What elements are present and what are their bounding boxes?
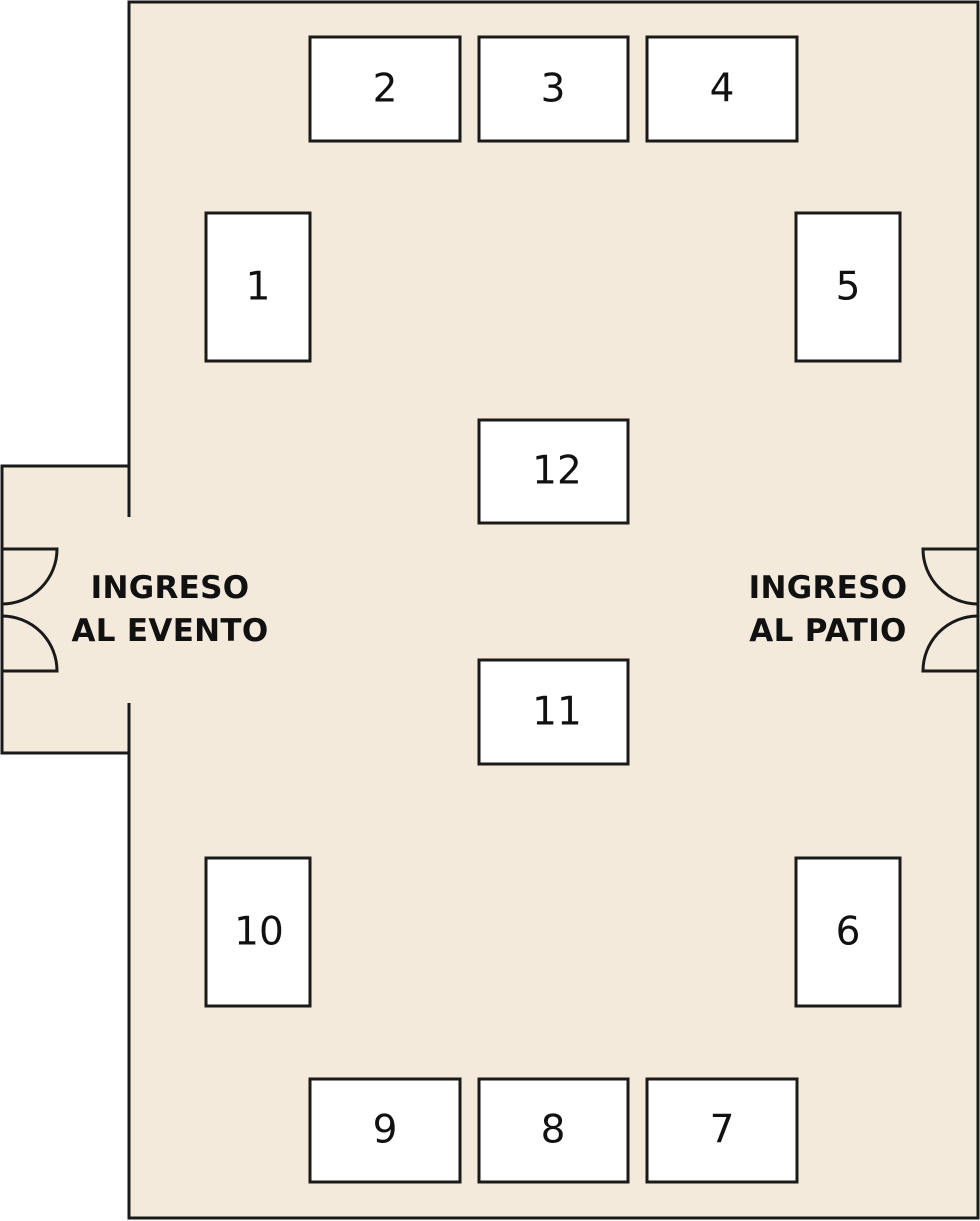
door-leaf-lower: [1, 614, 59, 673]
door-leaf-upper: [1, 547, 59, 606]
room-floor: [129, 2, 978, 1218]
table-12[interactable]: 12: [477, 418, 630, 525]
table-number: 6: [836, 910, 861, 955]
table-number: 9: [373, 1108, 398, 1153]
table-4[interactable]: 4: [645, 35, 799, 143]
vestibule-wall: [0, 464, 129, 755]
table-number: 4: [710, 67, 735, 112]
room-wall: [127, 0, 980, 1220]
table-11[interactable]: 11: [477, 658, 630, 766]
table-number: 7: [710, 1108, 735, 1153]
patio-entrance-label: INGRESO AL PATIO: [749, 570, 908, 649]
table-number: 12: [532, 449, 582, 494]
label-line-2: AL PATIO: [749, 613, 906, 649]
door-leaf-upper: [921, 547, 979, 606]
label-line-1: INGRESO: [749, 570, 908, 606]
table-number: 11: [532, 690, 582, 735]
table-number: 5: [836, 265, 861, 310]
label-line-2: AL EVENTO: [71, 613, 268, 649]
door-leaf-lower: [921, 614, 979, 673]
table-number: 2: [373, 67, 398, 112]
table-10[interactable]: 10: [204, 856, 312, 1008]
table-9[interactable]: 9: [308, 1077, 462, 1184]
table-number: 10: [234, 910, 284, 955]
table-number: 8: [541, 1108, 566, 1153]
table-number: 3: [541, 67, 566, 112]
label-line-1: INGRESO: [91, 570, 250, 606]
table-5[interactable]: 5: [794, 211, 902, 363]
table-3[interactable]: 3: [477, 35, 630, 143]
table-7[interactable]: 7: [645, 1077, 799, 1184]
event-entrance-label: INGRESO AL EVENTO: [71, 570, 268, 649]
patio-entrance-door[interactable]: [921, 547, 979, 673]
table-8[interactable]: 8: [477, 1077, 630, 1184]
table-2[interactable]: 2: [308, 35, 462, 143]
event-entrance-door[interactable]: [1, 547, 59, 673]
table-1[interactable]: 1: [204, 211, 312, 363]
table-number: 1: [246, 265, 271, 310]
vestibule-floor: [2, 466, 130, 753]
table-6[interactable]: 6: [794, 856, 902, 1008]
